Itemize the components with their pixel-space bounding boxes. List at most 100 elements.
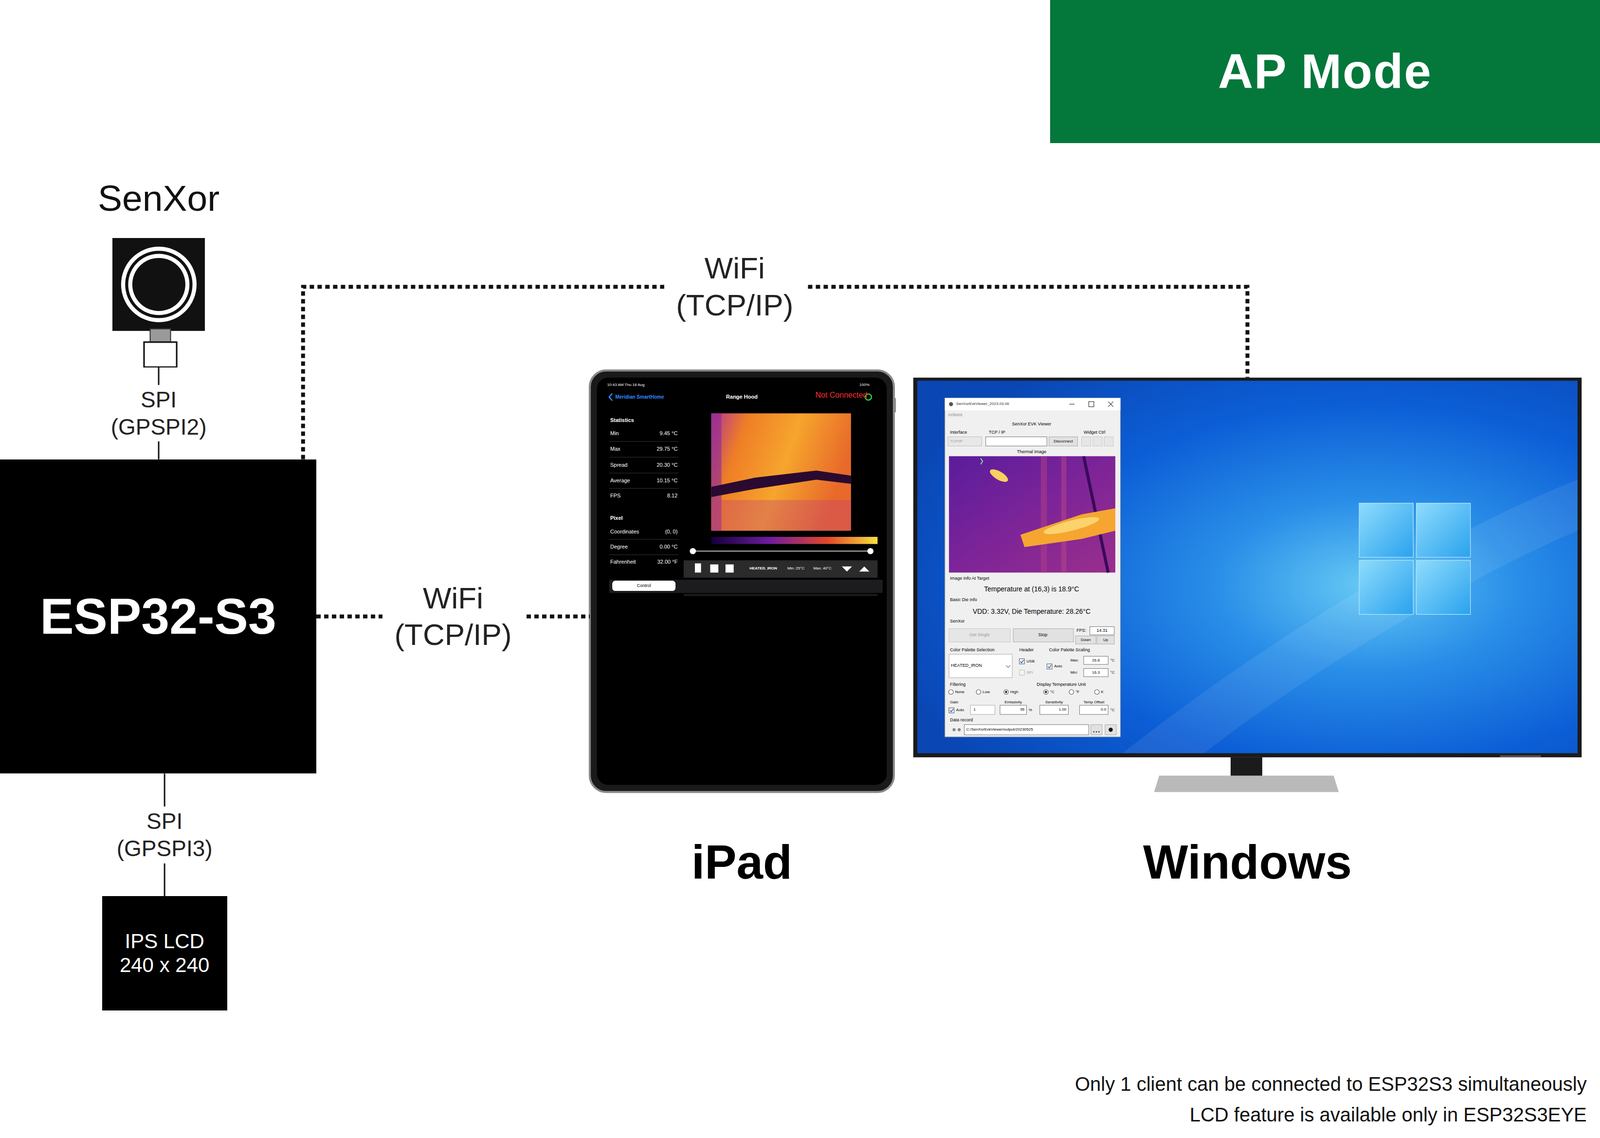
check-mark (1020, 659, 1024, 663)
sensor-lens (132, 257, 186, 311)
note-text: Only 1 client can be connected to ESP32S… (1074, 1073, 1587, 1094)
mcu-box: ESP32-S3 (0, 459, 317, 774)
screen-text: FPS (610, 492, 621, 499)
screen-text: Control (636, 583, 652, 588)
checkbox (948, 707, 954, 713)
app-icon (948, 401, 953, 406)
slider-knob (867, 547, 874, 555)
radio-buttons (948, 689, 1100, 695)
screen-text: 20.30 °C (656, 462, 678, 469)
range-slider (692, 550, 871, 552)
screen-text: TCP/IP (949, 439, 963, 444)
checkbox (1019, 658, 1025, 664)
screen-text: Display Temperature Unit (1036, 682, 1086, 687)
screen-text: Degree (610, 544, 628, 550)
screen-text: Min: (1070, 670, 1078, 675)
screen-text: 0.00 °C (659, 544, 678, 550)
toolbar-icon (709, 564, 719, 573)
screen-text: Stop (1038, 633, 1048, 638)
record-icon (957, 727, 961, 731)
target-marker (980, 457, 983, 465)
screen-text: Auto (1054, 664, 1062, 669)
screen-text: Basic Die Info (949, 597, 978, 602)
screen-text: Sensitivity (1045, 699, 1063, 704)
toolbar-icon (725, 564, 734, 573)
mode-banner: AP Mode (1050, 0, 1600, 144)
screen-text: Coordinates (610, 528, 639, 535)
edge-label: WiFi (TCP/IP) (382, 578, 524, 655)
color-bar (711, 536, 878, 545)
edge-label: SPI (GPSPI2) (97, 384, 220, 442)
screen-text: Not Connected (815, 390, 868, 400)
radio-dot (1004, 690, 1008, 693)
sensor-lens (120, 246, 197, 322)
edge-label: SPI (GPSPI3) (103, 806, 226, 863)
node-heading: SenXor (97, 177, 220, 219)
button (1090, 724, 1103, 735)
text-field (985, 436, 1048, 446)
screen-text: °C (1109, 670, 1115, 675)
button-dot (1095, 730, 1098, 733)
screen-text: Statistics (610, 417, 635, 424)
sensor-body (112, 237, 206, 331)
screen-text: Up (1103, 637, 1109, 642)
screen-text: Max: (1070, 658, 1079, 663)
screen-text: Actions (947, 413, 963, 418)
screen-text: Temp Offset (1083, 699, 1105, 704)
screen-text: (0, 0) (665, 528, 678, 535)
sensor-module: SenXor (112, 237, 206, 368)
combo-box (947, 436, 982, 446)
screen-text: SPI (1026, 670, 1034, 675)
sensor-connector (149, 328, 171, 342)
screen-text: Spread (610, 462, 628, 469)
thermal-stripe (1040, 455, 1048, 573)
radio-dot (1044, 690, 1048, 693)
tablet-illustration (589, 370, 896, 792)
screen-text: Down (1080, 637, 1091, 642)
screen-text: Image Info At Target (949, 576, 989, 581)
screen-text: Gain (949, 699, 959, 704)
tablet-button (893, 398, 896, 413)
screen-text: Min: 25°C (787, 566, 805, 571)
monitor-illustration (913, 377, 1582, 792)
toolbar-icon (694, 563, 702, 573)
thermal-hotspot (1042, 513, 1101, 538)
checkbox (1046, 663, 1052, 669)
logo-tile (1416, 503, 1471, 558)
text-field (964, 724, 1090, 735)
thermal-shade (711, 499, 852, 531)
thermal-image (711, 413, 852, 531)
button-dot (1098, 730, 1100, 733)
connectors (158, 286, 1248, 896)
screen-text: 100% (859, 382, 870, 387)
screen-text: Meridian SmartHome (615, 394, 664, 400)
screen-text: 10.15 °C (656, 477, 678, 484)
note-text: LCD feature is available only in ESP32S3… (1189, 1104, 1587, 1125)
screen-text: Data record (949, 718, 973, 723)
app-window (945, 398, 1121, 737)
node-label: IPS LCD 240 x 240 (109, 929, 221, 977)
screen-text: Disconnect (1053, 439, 1073, 444)
tablet-screen (597, 377, 888, 785)
sensor-cable (144, 341, 177, 367)
check-mark (1048, 664, 1052, 668)
tablet-body (589, 370, 894, 792)
screen-text: None (955, 690, 965, 694)
button (1075, 635, 1096, 644)
monitor-bezel (913, 377, 1582, 758)
screen-text: Max: 40°C (813, 566, 832, 571)
screen-text: HEATED_IRON (950, 663, 982, 669)
node-heading: Windows (1143, 834, 1352, 890)
screen-text: Temperature at (16,3) is 18.9°C (983, 585, 1079, 593)
button-dot (1093, 730, 1095, 733)
screen-text: Get Single (969, 633, 990, 638)
toolbar-arrow (841, 566, 853, 572)
screen-text: Low (982, 690, 990, 694)
button (1013, 628, 1074, 642)
tab-shadow (683, 593, 878, 596)
screen-text: Header (1019, 647, 1035, 653)
button (1049, 436, 1078, 446)
screen-text: Color Palette Scaling (1049, 647, 1091, 653)
back-chevron (609, 393, 613, 401)
thermal-hotspot (1020, 508, 1116, 547)
